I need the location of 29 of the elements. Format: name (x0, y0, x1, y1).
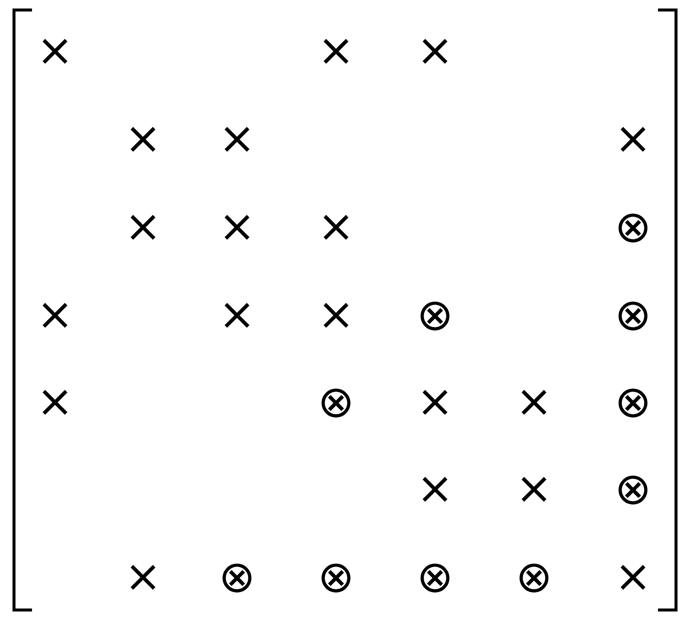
matrix-entry: × (324, 38, 348, 64)
matrix-entry: × (224, 302, 250, 328)
matrix-entry: × (422, 390, 448, 415)
matrix-entry: ⊗ (222, 564, 252, 592)
matrix-entry: × (324, 302, 348, 328)
matrix-entry: × (42, 302, 68, 328)
matrix-entry: ⊗ (322, 388, 350, 418)
matrix-entry: × (422, 38, 448, 64)
matrix-entry: ⊗ (618, 476, 648, 504)
matrix-entry: × (42, 390, 68, 415)
matrix-entry: × (422, 476, 448, 502)
matrix-entry: × (130, 564, 156, 590)
matrix-entry: ⊗ (322, 564, 350, 592)
matrix-entry: × (130, 126, 156, 152)
matrix-entry: ⊗ (618, 302, 648, 330)
matrix-entry: ⊗ (618, 388, 648, 418)
matrix-entry: × (620, 126, 646, 152)
matrix-entry: ⊗ (618, 214, 648, 242)
matrix-entry: × (522, 476, 546, 502)
matrix-entry: ⊗ (520, 564, 548, 592)
matrix-entry: × (224, 214, 250, 240)
matrix-entry: × (522, 390, 546, 415)
matrix-entry: × (620, 564, 646, 590)
matrix-entry: × (324, 214, 348, 240)
matrix-entry: × (130, 214, 156, 240)
matrix-entry: × (42, 38, 68, 64)
matrix-entry: × (224, 126, 250, 152)
matrix-entry: ⊗ (420, 302, 450, 330)
matrix-entry: ⊗ (420, 564, 450, 592)
